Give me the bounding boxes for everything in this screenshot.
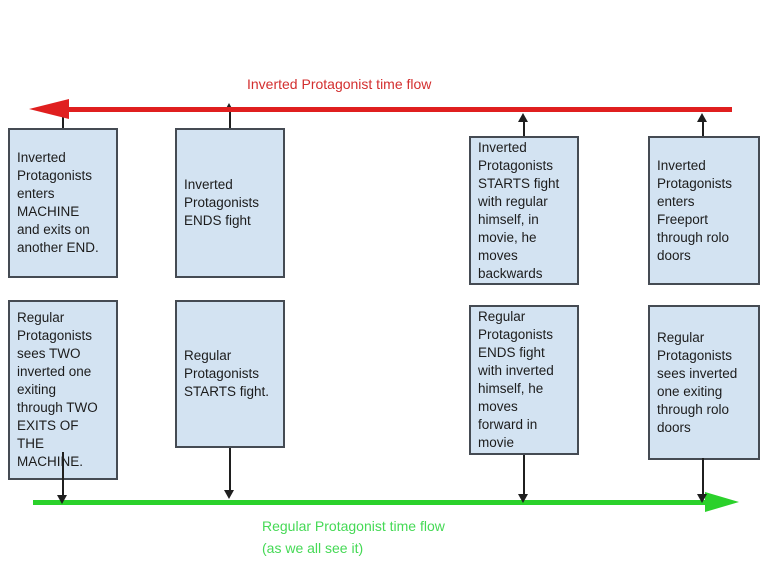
box-text: Regular Protagonists STARTS fight. [184, 348, 270, 399]
box-text: Regular Protagonists ENDS fight with inv… [478, 309, 554, 450]
inverted-time-arrow [60, 107, 732, 112]
box-text: Inverted Protagonists enters MACHINE and… [17, 150, 99, 255]
down-arrowhead-icon [697, 494, 707, 503]
box-text: Inverted Protagonists ENDS fight [184, 177, 260, 228]
box-regular-starts-fight: Regular Protagonists STARTS fight. [175, 300, 285, 448]
box-regular-sees-inverted-exiting: Regular Protagonists sees inverted one e… [648, 305, 760, 460]
down-arrowhead-icon [224, 490, 234, 499]
down-arrowhead-icon [57, 495, 67, 504]
up-arrowhead-icon [518, 113, 528, 122]
box-text: Regular Protagonists sees TWO inverted o… [17, 310, 98, 469]
connector-line [229, 448, 231, 490]
connector-line [702, 121, 704, 136]
inverted-flow-label: Inverted Protagonist time flow [247, 76, 432, 92]
box-regular-sees-two-inverted: Regular Protagonists sees TWO inverted o… [8, 300, 118, 480]
connector-line [702, 458, 704, 494]
box-inverted-starts-fight: Inverted Protagonists STARTS fight with … [469, 136, 579, 285]
box-text: Inverted Protagonists enters Freeport th… [657, 157, 733, 263]
box-inverted-enters-machine: Inverted Protagonists enters MACHINE and… [8, 128, 118, 278]
box-inverted-enters-freeport: Inverted Protagonists enters Freeport th… [648, 136, 760, 285]
box-text: Inverted Protagonists STARTS fight with … [478, 139, 560, 281]
down-arrowhead-icon [518, 494, 528, 503]
connector-line [62, 112, 64, 128]
box-text: Regular Protagonists sees inverted one e… [657, 329, 738, 435]
connector-line [523, 121, 525, 136]
connector-line [62, 452, 64, 495]
left-arrowhead-icon [29, 99, 69, 119]
regular-time-arrow [33, 500, 708, 505]
right-arrowhead-icon [705, 492, 739, 512]
box-regular-ends-fight: Regular Protagonists ENDS fight with inv… [469, 305, 579, 455]
connector-line [523, 455, 525, 494]
regular-flow-label: Regular Protagonist time flow (as we all… [262, 518, 445, 556]
box-inverted-ends-fight: Inverted Protagonists ENDS fight [175, 128, 285, 278]
connector-line [229, 112, 231, 128]
up-arrowhead-icon [697, 113, 707, 122]
